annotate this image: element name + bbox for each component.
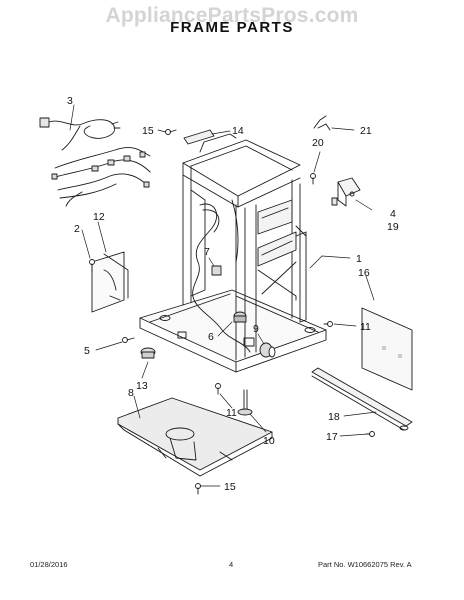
callout-14: 14 xyxy=(232,125,244,137)
roller xyxy=(259,342,276,358)
clip xyxy=(313,115,331,131)
callout-17: 17 xyxy=(326,431,338,443)
caster xyxy=(140,347,156,359)
bottom-rail xyxy=(311,367,413,431)
callout-11-bottom: 11 xyxy=(226,407,237,419)
wire-harness xyxy=(39,117,151,207)
leveling-foot xyxy=(237,389,253,416)
callout-13: 13 xyxy=(136,380,148,392)
callout-11-side: 11 xyxy=(360,321,371,333)
callout-7: 7 xyxy=(204,246,210,258)
screws xyxy=(89,129,375,495)
switch xyxy=(211,265,222,276)
callout-5: 5 xyxy=(84,345,90,357)
watermark: AppliancePartsPros.com xyxy=(105,4,359,27)
side-panel-bracket xyxy=(91,251,129,313)
callout-4: 4 xyxy=(390,208,396,220)
rear-panel xyxy=(361,307,413,391)
callout-21: 21 xyxy=(360,125,372,137)
callout-labels: 1 2 3 4 5 6 7 8 9 10 11 11 12 13 14 15 1… xyxy=(67,95,399,493)
knob xyxy=(233,311,247,323)
leader-lines xyxy=(69,104,377,487)
top-bracket xyxy=(183,129,215,145)
callout-15-top: 15 xyxy=(142,125,154,137)
callout-16: 16 xyxy=(358,267,370,279)
callout-8: 8 xyxy=(128,387,134,399)
page-title: FRAME PARTS xyxy=(170,19,294,36)
callout-10: 10 xyxy=(263,435,275,447)
callout-2: 2 xyxy=(74,223,80,235)
base-pan xyxy=(117,397,273,477)
corner-bracket xyxy=(331,177,361,207)
callout-20: 20 xyxy=(312,137,324,149)
footer-page-number: 4 xyxy=(229,560,234,569)
footer-part-number: Part No. W10662075 Rev. A xyxy=(318,560,412,569)
callout-3: 3 xyxy=(67,95,73,107)
callout-1: 1 xyxy=(356,253,362,265)
footer-date: 01/28/2016 xyxy=(30,560,68,569)
callout-9: 9 xyxy=(253,323,259,335)
frame-assembly xyxy=(139,133,327,373)
callout-19: 19 xyxy=(387,221,399,233)
callout-15-bottom: 15 xyxy=(224,481,236,493)
callout-12: 12 xyxy=(93,211,105,223)
callout-18: 18 xyxy=(328,411,340,423)
callout-6: 6 xyxy=(208,331,214,343)
